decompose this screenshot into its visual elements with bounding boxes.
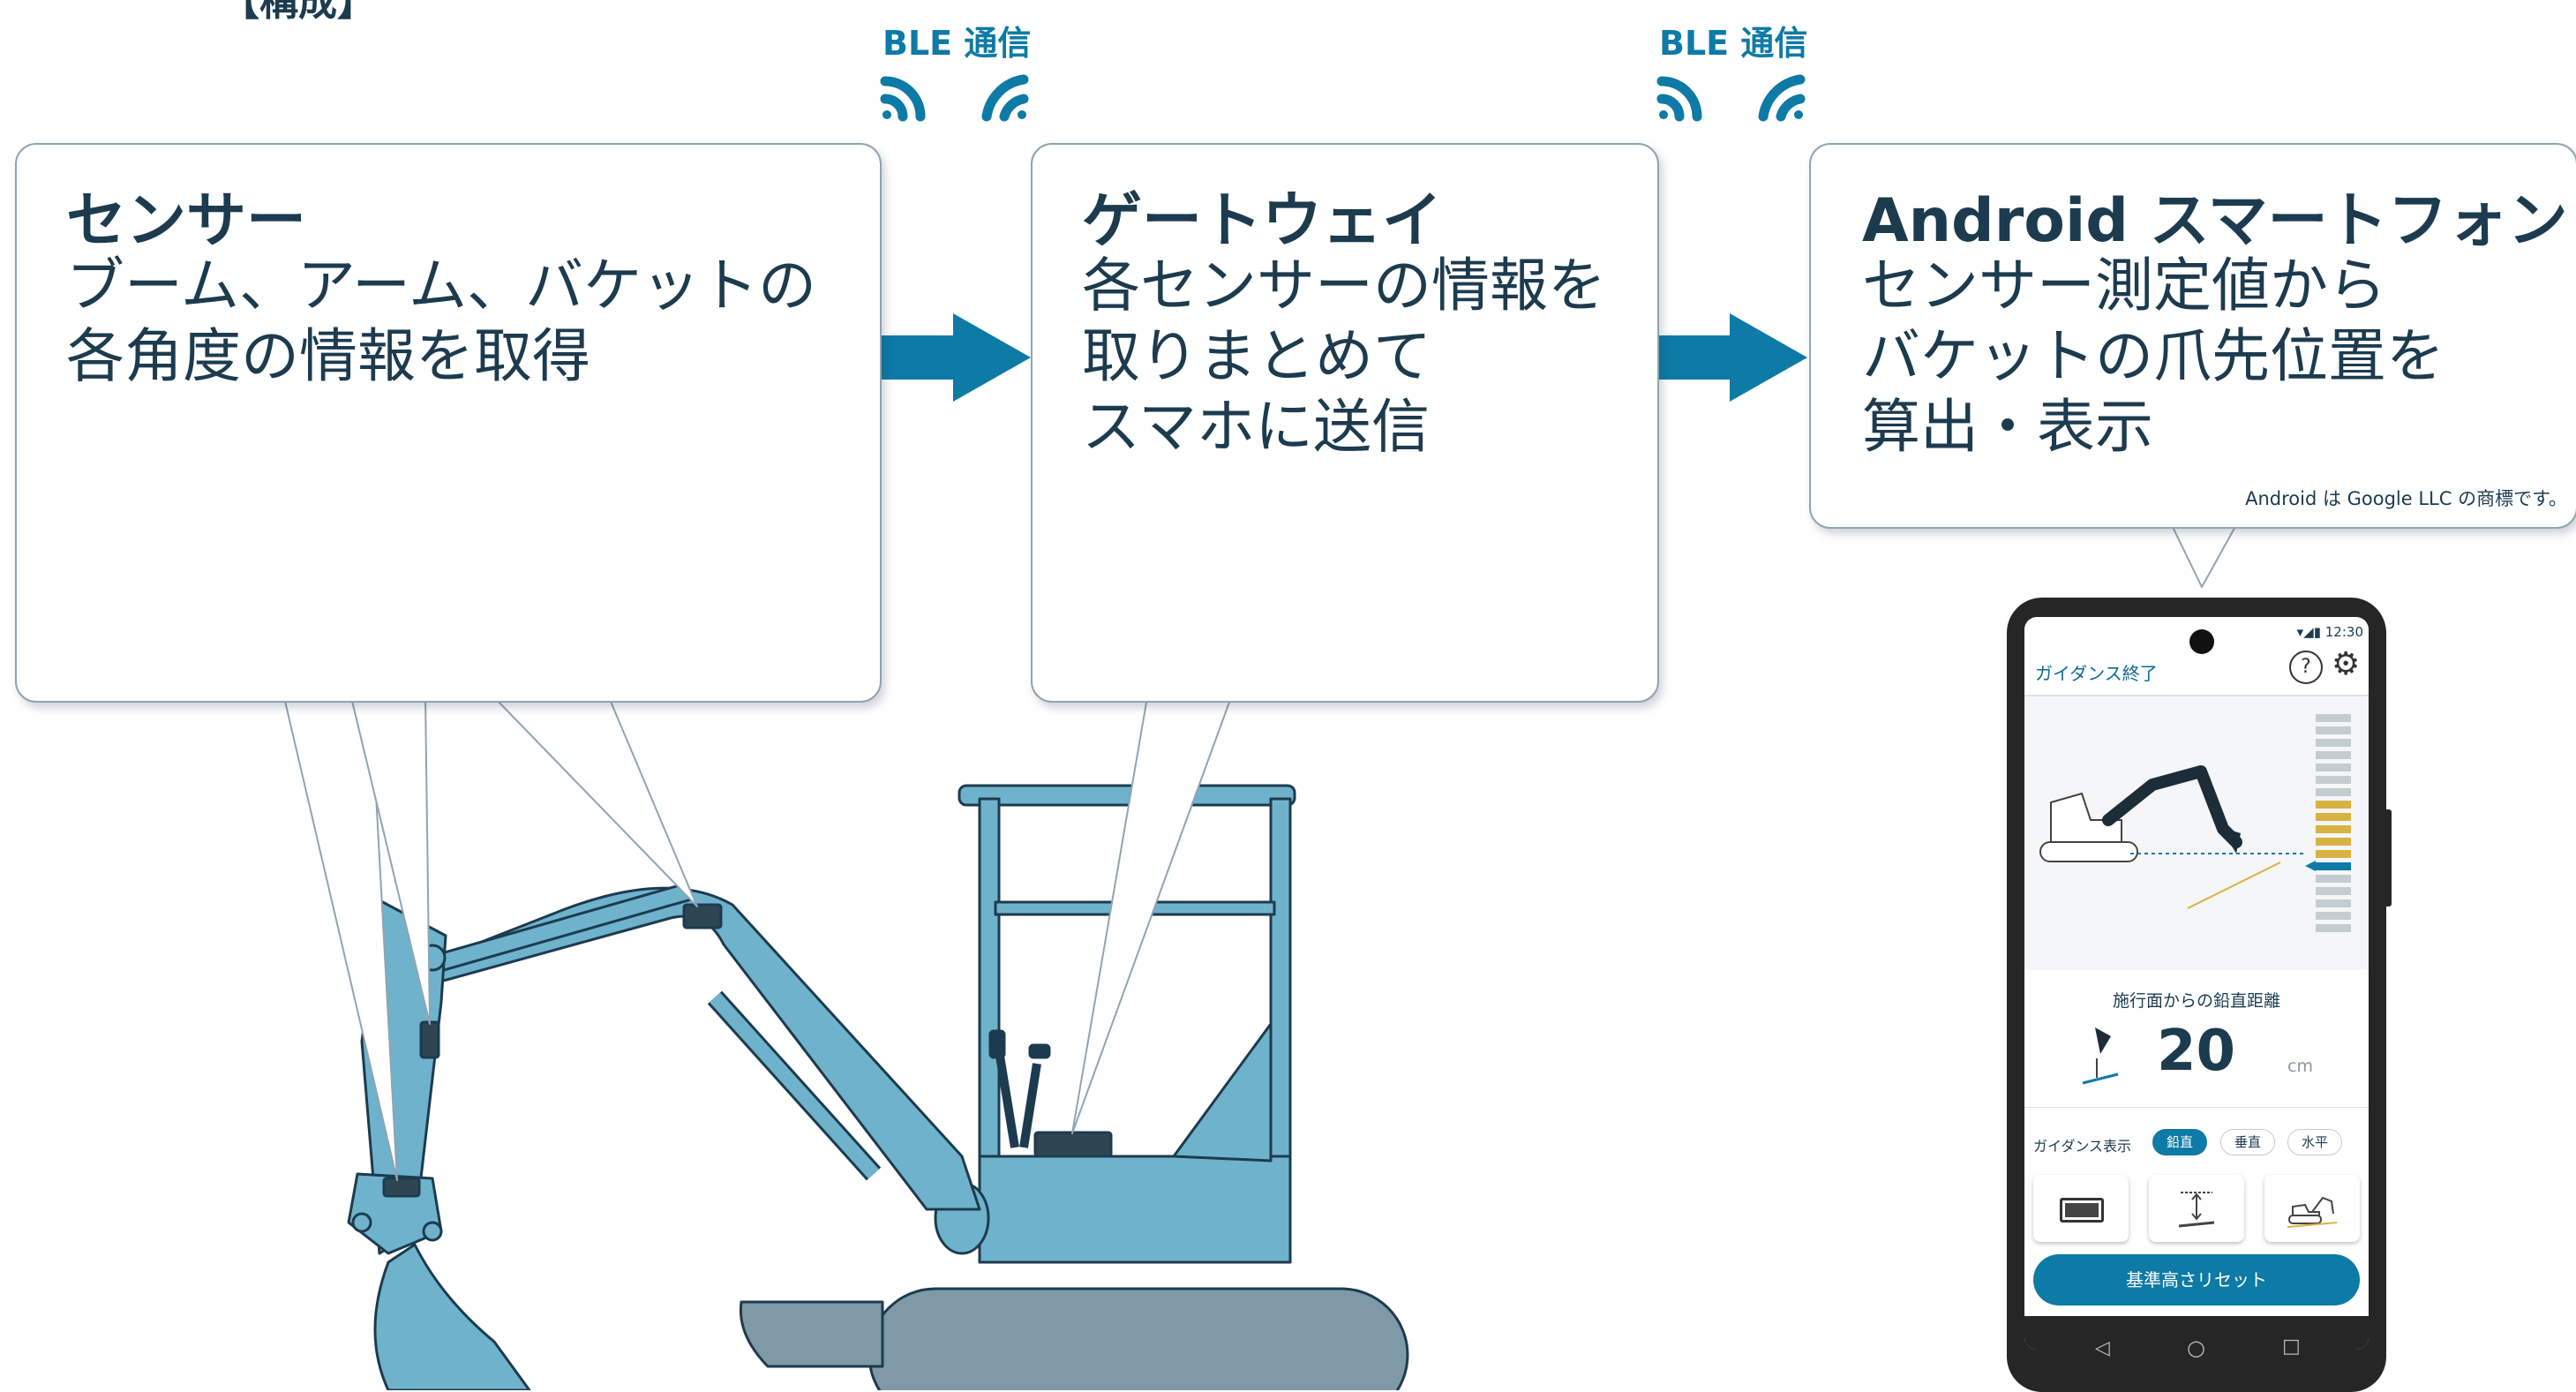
smartphone-device: ▾◢▮ 12:30 ガイダンス終了 ? ⚙ (2007, 598, 2392, 1392)
status-time: 12:30 (2324, 624, 2363, 640)
machine-view-button[interactable] (2264, 1175, 2360, 1242)
gear-icon[interactable]: ⚙ (2332, 646, 2361, 682)
reset-reference-height-button[interactable]: 基準高さリセット (2033, 1254, 2360, 1305)
guidance-view (2024, 696, 2369, 970)
mode-button-vertical-selected[interactable]: 鉛直 (2152, 1129, 2207, 1155)
distance-label: 施行面からの鉛直距離 (2112, 991, 2280, 1011)
battery-button[interactable] (2033, 1175, 2129, 1242)
smartphone-description: センサー測定値から バケットの爪先位置を 算出・表示 (1862, 252, 2445, 461)
help-icon[interactable]: ? (2289, 651, 2323, 684)
ble-label-2: BLE 通信 (1659, 24, 1808, 63)
wireless-signal-icon (1656, 74, 1806, 122)
phone-screen: ▾◢▮ 12:30 ガイダンス終了 ? ⚙ (2024, 617, 2369, 1350)
phone-side-button (2384, 809, 2392, 907)
status-bar: ▾◢▮ 12:30 (2297, 624, 2363, 640)
height-measure-button[interactable] (2149, 1175, 2244, 1242)
distance-unit: cm (2287, 1057, 2313, 1076)
flow-arrow-icon (881, 313, 1031, 402)
trademark-note: Android は Google LLC の商標です。 (2245, 488, 2567, 509)
bucket-distance-icon (2082, 1027, 2119, 1085)
battery-icon (2060, 1198, 2104, 1223)
smartphone-title: Android スマートフォン (1862, 186, 2568, 256)
distance-value: 20 (2157, 1019, 2236, 1084)
sensor-description: ブーム、アーム、バケットの 各角度の情報を取得 (66, 252, 817, 390)
gateway-description: 各センサーの情報を 取りまとめて スマホに送信 (1082, 252, 1606, 461)
ble-label-1: BLE 通信 (882, 24, 1032, 63)
sensor-callout: センサー ブーム、アーム、バケットの 各角度の情報を取得 (15, 143, 882, 703)
mode-button-horizontal[interactable]: 水平 (2287, 1129, 2342, 1155)
camera-icon (2189, 629, 2214, 654)
end-guidance-button[interactable]: ガイダンス終了 (2035, 663, 2158, 684)
navigation-bar (2024, 1316, 2369, 1350)
top-heading-fragment: 【構成】 (221, 0, 376, 25)
excavator-icon (2287, 1196, 2338, 1228)
vertical-distance-icon (2178, 1192, 2215, 1228)
nav-home-icon[interactable]: ○ (2187, 1336, 2205, 1360)
mini-excavator-icon (2039, 765, 2307, 909)
mode-button-perpendicular[interactable]: 垂直 (2220, 1129, 2275, 1155)
divider (2024, 1107, 2369, 1108)
header-divider (2024, 695, 2369, 696)
signal-icon: ▾◢▮ (2296, 624, 2321, 640)
gateway-callout: ゲートウェイ 各センサーの情報を 取りまとめて スマホに送信 (1031, 143, 1659, 703)
sensor-title: センサー (66, 186, 307, 256)
gateway-title: ゲートウェイ (1082, 186, 1443, 256)
nav-recent-icon[interactable]: □ (2282, 1336, 2301, 1358)
guidance-display-label: ガイダンス表示 (2033, 1138, 2132, 1155)
smartphone-callout: Android スマートフォン センサー測定値から バケットの爪先位置を 算出・… (1809, 143, 2576, 529)
flow-arrow-icon (1657, 313, 1807, 402)
excavator-illustration (347, 784, 1409, 1390)
level-indicator (2305, 714, 2351, 932)
nav-back-icon[interactable]: ◁ (2095, 1337, 2110, 1359)
wireless-signal-icon (880, 74, 1029, 122)
